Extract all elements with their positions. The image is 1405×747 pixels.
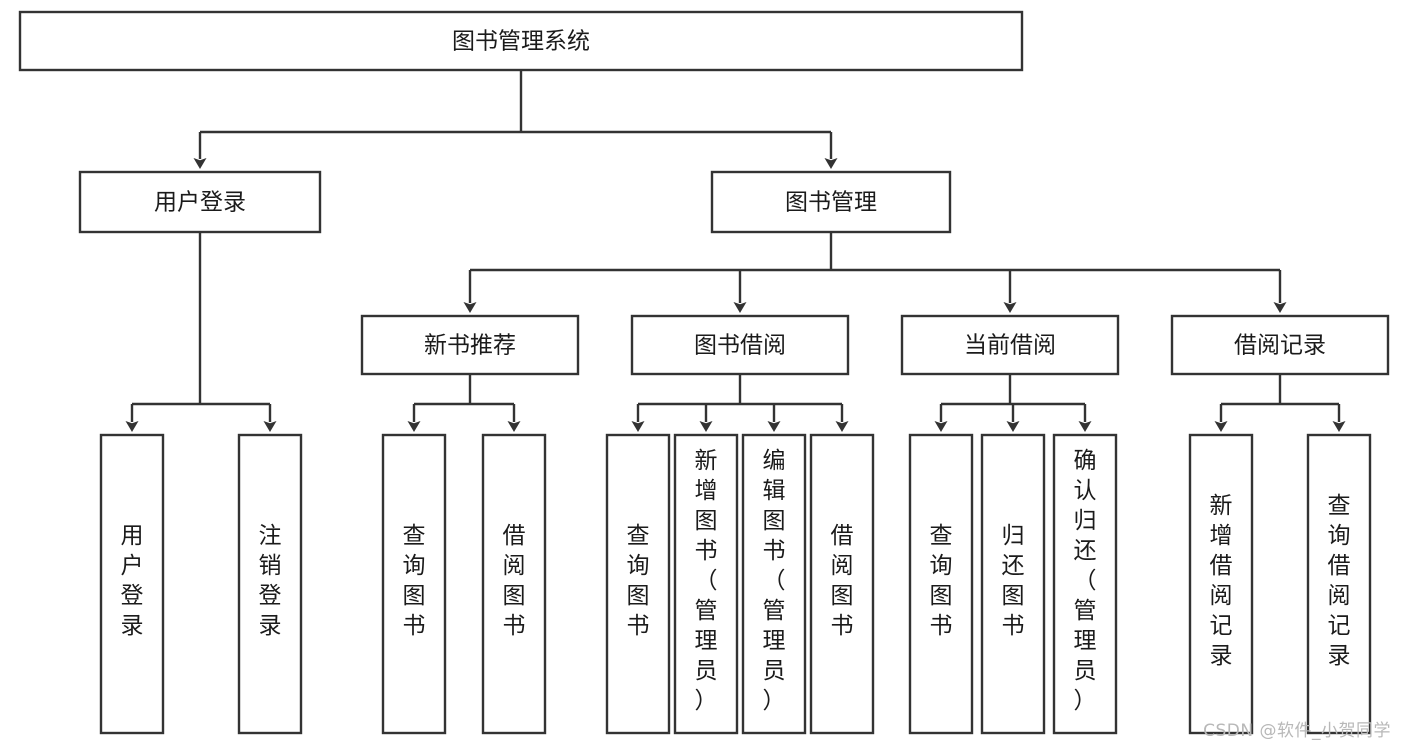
node-level1-0[interactable]: 用户登录 (78, 170, 322, 234)
node-level1-1[interactable]: 图书管理 (710, 170, 952, 234)
node-leaf-当前借阅-1-box (980, 433, 1046, 735)
node-level2-0[interactable]: 新书推荐 (360, 314, 580, 376)
node-leaf-当前借阅-2-box (1052, 433, 1118, 735)
node-level1-0-label: 用户登录 (154, 190, 246, 216)
node-leaf-当前借阅-2[interactable]: 确认归还（管理员） (1052, 433, 1118, 735)
node-leaf-当前借阅-0-label: 查询图书 (930, 523, 953, 639)
node-level2-2-box (900, 314, 1120, 376)
node-leaf-新书推荐-0-label: 查询图书 (403, 523, 426, 639)
node-leaf-新书推荐-1[interactable]: 借阅图书 (481, 433, 547, 735)
node-leaf-当前借阅-0-box (908, 433, 974, 735)
node-leaf-当前借阅-2-label: 确认归还（管理员） (1074, 448, 1097, 714)
node-root-0-label: 图书管理系统 (452, 29, 590, 55)
node-leaf-图书借阅-1[interactable]: 新增图书（管理员） (673, 433, 739, 735)
node-leaf-当前借阅-1[interactable]: 归还图书 (980, 433, 1046, 735)
node-leaf-当前借阅-0[interactable]: 查询图书 (908, 433, 974, 735)
node-level1-1-label: 图书管理 (785, 190, 877, 216)
node-leaf-借阅记录-1[interactable]: 查询借阅记录 (1306, 433, 1372, 735)
node-level1-0-box (78, 170, 322, 234)
node-leaf-用户登录-1-box (237, 433, 303, 735)
node-level2-3-box (1170, 314, 1390, 376)
node-leaf-图书借阅-1-box (673, 433, 739, 735)
node-leaf-图书借阅-0[interactable]: 查询图书 (605, 433, 671, 735)
connectors-layer (125, 70, 1346, 432)
node-leaf-用户登录-1-label: 注销登录 (259, 523, 282, 639)
node-leaf-图书借阅-0-box (605, 433, 671, 735)
node-level2-1-label: 图书借阅 (694, 333, 786, 359)
node-leaf-用户登录-0-box (99, 433, 165, 735)
node-leaf-图书借阅-2-box (741, 433, 807, 735)
node-leaf-用户登录-1[interactable]: 注销登录 (237, 433, 303, 735)
node-leaf-借阅记录-0-box (1188, 433, 1254, 735)
node-level2-3[interactable]: 借阅记录 (1170, 314, 1390, 376)
node-leaf-图书借阅-3-box (809, 433, 875, 735)
node-leaf-借阅记录-1-box (1306, 433, 1372, 735)
nodes-layer: 图书管理系统用户登录图书管理新书推荐图书借阅当前借阅借阅记录用户登录注销登录查询… (18, 10, 1390, 735)
node-leaf-当前借阅-1-label: 归还图书 (1002, 523, 1025, 639)
node-leaf-新书推荐-1-box (481, 433, 547, 735)
node-leaf-新书推荐-1-label: 借阅图书 (503, 523, 526, 639)
node-leaf-图书借阅-3[interactable]: 借阅图书 (809, 433, 875, 735)
node-level2-3-label: 借阅记录 (1234, 333, 1326, 359)
node-level2-2[interactable]: 当前借阅 (900, 314, 1120, 376)
node-leaf-借阅记录-0-label: 新增借阅记录 (1210, 493, 1233, 669)
node-level2-2-label: 当前借阅 (964, 333, 1056, 359)
node-level1-1-box (710, 170, 952, 234)
node-level2-0-box (360, 314, 580, 376)
node-leaf-用户登录-0-label: 用户登录 (121, 523, 144, 639)
node-root-0[interactable]: 图书管理系统 (18, 10, 1024, 72)
node-root-0-box (18, 10, 1024, 72)
node-leaf-借阅记录-0[interactable]: 新增借阅记录 (1188, 433, 1254, 735)
node-level2-0-label: 新书推荐 (424, 333, 516, 359)
node-leaf-图书借阅-3-label: 借阅图书 (831, 523, 854, 639)
node-leaf-新书推荐-0-box (381, 433, 447, 735)
node-level2-1-box (630, 314, 850, 376)
node-leaf-图书借阅-2[interactable]: 编辑图书（管理员） (741, 433, 807, 735)
node-level2-1[interactable]: 图书借阅 (630, 314, 850, 376)
node-leaf-图书借阅-2-label: 编辑图书（管理员） (763, 448, 786, 714)
node-leaf-用户登录-0[interactable]: 用户登录 (99, 433, 165, 735)
node-leaf-图书借阅-1-label: 新增图书（管理员） (695, 448, 718, 714)
node-leaf-图书借阅-0-label: 查询图书 (627, 523, 650, 639)
node-leaf-借阅记录-1-label: 查询借阅记录 (1328, 493, 1351, 669)
node-leaf-新书推荐-0[interactable]: 查询图书 (381, 433, 447, 735)
